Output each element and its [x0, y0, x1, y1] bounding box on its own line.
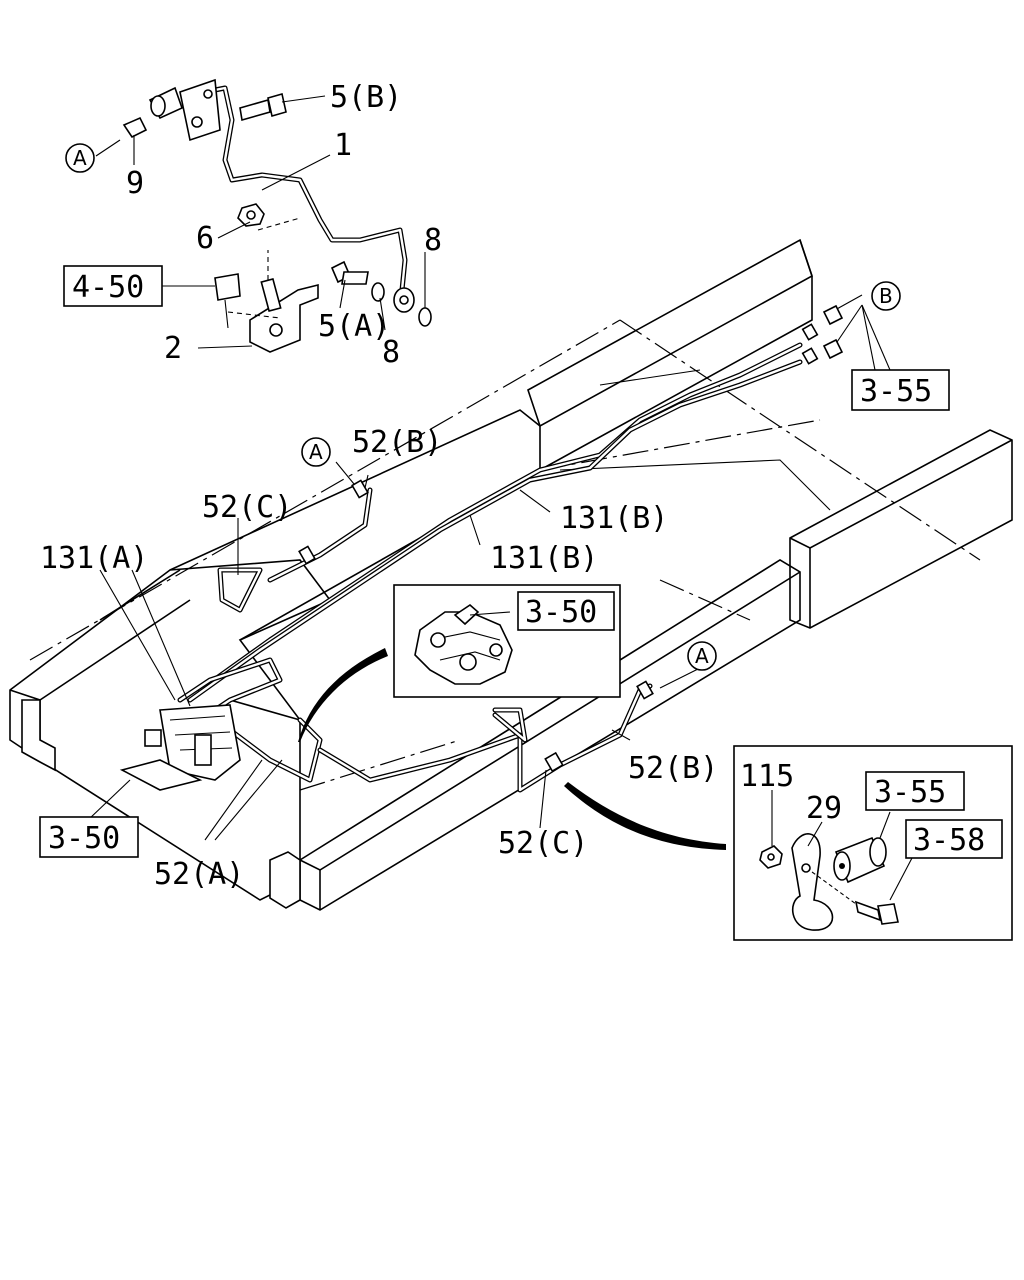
- connector-a-right: A: [695, 644, 709, 668]
- connector-a-mid: A: [309, 440, 323, 464]
- inset-arrow-clamp: [564, 782, 726, 850]
- connector-b-top: B: [879, 284, 893, 308]
- ref-4-50: 4-50: [72, 270, 144, 305]
- connector-a-top: A: [73, 146, 87, 170]
- callout-131b-lower: 131(B): [490, 541, 598, 576]
- callout-131b-upper: 131(B): [560, 501, 668, 536]
- inset-arrow-valve: [298, 648, 388, 742]
- callout-labels: 5(B) 1 9 6 8 5(A) 8 2 52(B) 52(C) 131(A)…: [40, 80, 842, 892]
- inset-clamp-box: [733, 745, 1013, 941]
- callout-29: 29: [806, 791, 842, 826]
- reference-boxes: 4-50 3-55 3-50 3-50 3-55 3-58: [39, 265, 1003, 859]
- callout-131a: 131(A): [40, 541, 148, 576]
- callout-52b-right: 52(B): [628, 751, 718, 786]
- callout-9: 9: [126, 166, 144, 201]
- connector-markers: A A A B: [65, 143, 901, 671]
- ref-3-50-bottom: 3-50: [48, 821, 120, 856]
- callout-6: 6: [196, 221, 214, 256]
- callout-8-bottom: 8: [382, 335, 400, 370]
- callout-115: 115: [740, 759, 794, 794]
- callout-52b-top: 52(B): [352, 425, 442, 460]
- callout-5a: 5(A): [318, 309, 390, 344]
- abs-modulator: [119, 704, 241, 791]
- callout-52c-bottom: 52(C): [498, 826, 588, 861]
- callout-52c-top: 52(C): [202, 490, 292, 525]
- callout-2: 2: [164, 331, 182, 366]
- pipe-fittings: [298, 323, 819, 773]
- ref-3-58-inset: 3-58: [913, 823, 985, 858]
- brake-pipes: [177, 342, 803, 793]
- exploded-hose-assembly: [122, 78, 432, 353]
- callout-8-right: 8: [424, 223, 442, 258]
- chassis-frame: [9, 238, 1013, 911]
- callout-5b: 5(B): [330, 80, 402, 115]
- fittings-b: [822, 304, 844, 360]
- ref-3-55-top: 3-55: [860, 374, 932, 409]
- callout-1: 1: [334, 128, 352, 163]
- ref-3-55-inset: 3-55: [874, 775, 946, 810]
- callout-52a: 52(A): [154, 857, 244, 892]
- ref-3-50-inset: 3-50: [525, 595, 597, 630]
